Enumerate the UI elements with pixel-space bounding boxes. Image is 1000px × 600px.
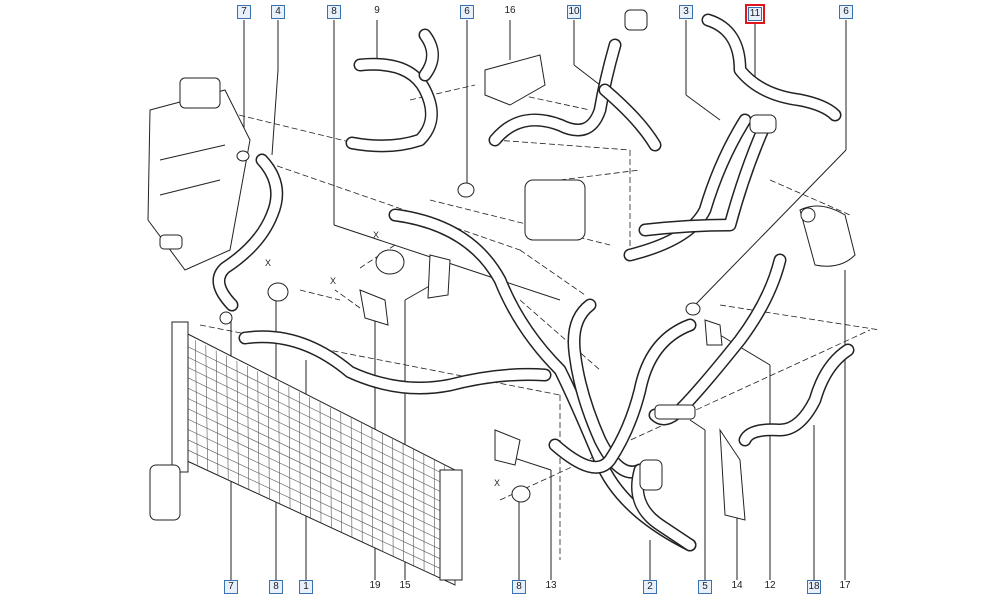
x-marker-1: X <box>265 258 272 268</box>
part-label-8-bottom-mid: 8 <box>512 580 526 594</box>
x-marker-3: X <box>373 230 380 240</box>
part-label-19: 19 <box>368 580 382 594</box>
part-label-2: 2 <box>643 580 657 594</box>
part-label-4: 4 <box>271 5 285 19</box>
components <box>219 9 856 521</box>
part-label-14: 14 <box>730 580 744 594</box>
part-label-6-left: 6 <box>460 5 474 19</box>
x-marker-2: X <box>330 276 337 286</box>
part-label-3: 3 <box>679 5 693 19</box>
part-label-7-top: 7 <box>237 5 251 19</box>
part-label-10: 10 <box>567 5 581 19</box>
part-label-13: 13 <box>544 580 558 594</box>
hoses <box>212 13 855 552</box>
part-label-15: 15 <box>398 580 412 594</box>
part-label-18: 18 <box>807 580 821 594</box>
x-marker-4: X <box>494 478 501 488</box>
part-label-11-highlighted: 11 <box>745 4 765 24</box>
part-label-6-right: 6 <box>839 5 853 19</box>
part-label-16: 16 <box>503 5 517 19</box>
part-label-12: 12 <box>763 580 777 594</box>
part-label-9: 9 <box>370 5 384 19</box>
part-label-5: 5 <box>698 580 712 594</box>
part-label-8-top: 8 <box>327 5 341 19</box>
part-label-7-bottom: 7 <box>224 580 238 594</box>
radiator <box>149 321 463 586</box>
part-label-8-bottom-left: 8 <box>269 580 283 594</box>
part-label-17: 17 <box>838 580 852 594</box>
expansion-tank <box>147 77 251 271</box>
part-label-1: 1 <box>299 580 313 594</box>
